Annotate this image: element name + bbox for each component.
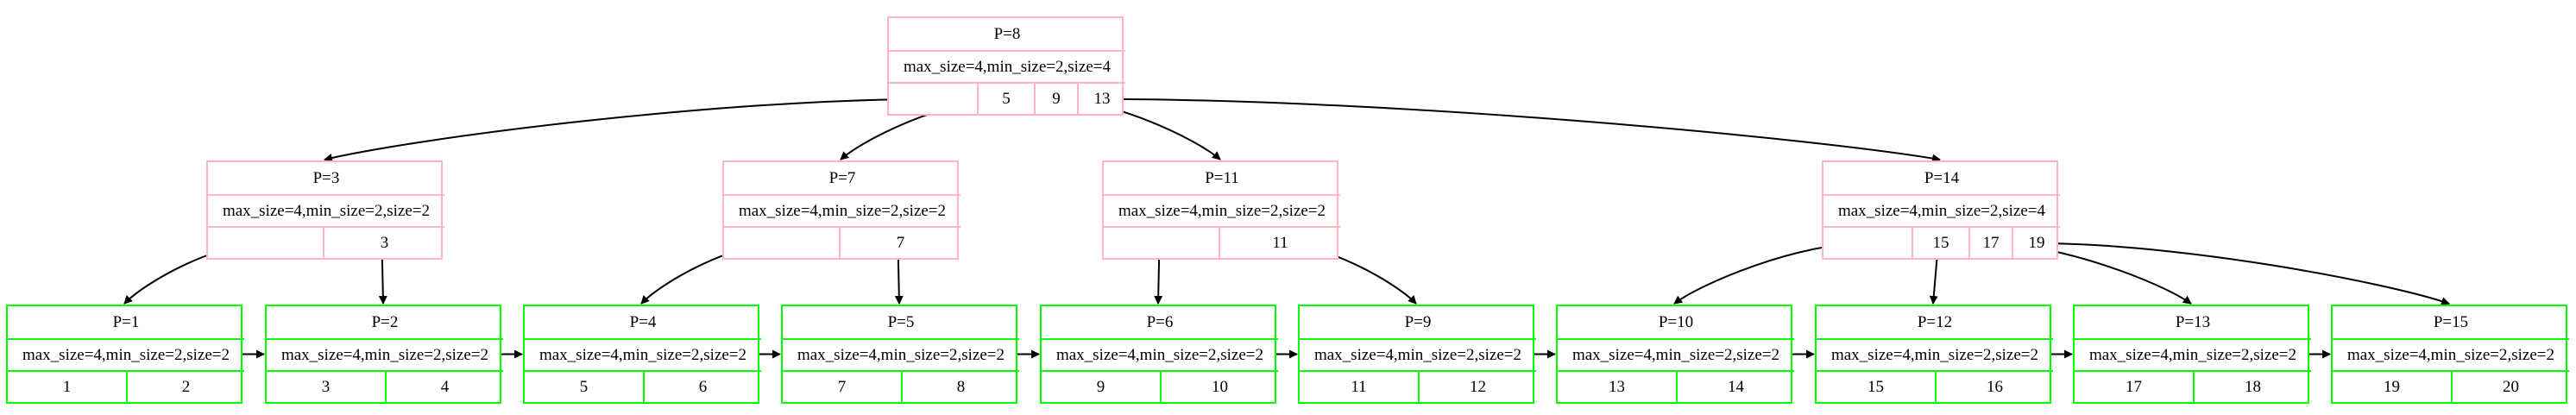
key-cell: 7 [837,377,847,396]
leaf-node: P=6 max_size=4,min_size=2,size=2 9 10 [1040,305,1278,404]
key-cell: 4 [385,372,503,402]
key-cell [724,228,839,258]
leaf-node: P=10 max_size=4,min_size=2,size=2 13 14 [1556,305,1794,404]
node-info: max_size=4,min_size=2,size=2 [208,194,444,226]
node-title: P=11 [1205,168,1239,187]
node-info: max_size=4,min_size=2,size=2 [2333,338,2569,370]
parent-child-edge [324,97,932,162]
key-cell: 6 [643,372,761,402]
key-cell: 9 [1034,84,1077,114]
key-cell [1823,228,1912,258]
node-keys: 11 12 [1300,370,1536,402]
node-keys: 3 [208,226,444,258]
key-cell: 3 [321,377,331,396]
node-info: max_size=4,min_size=2,size=2 [783,338,1019,370]
key-cell: 12 [1418,372,1536,402]
key-cell: 17 [1968,228,2012,258]
node-info: max_size=4,min_size=2,size=2 [525,338,761,370]
parent-child-edge [2033,242,2450,305]
node-info: max_size=4,min_size=2,size=2 [8,338,244,370]
node-title: P=8 [993,24,1021,43]
key-cell: 16 [1935,372,2053,402]
node-info: max_size=4,min_size=2,size=2 [1817,338,2053,370]
node-keys: 13 14 [1558,370,1794,402]
key-cell: 5 [579,377,589,396]
key-cell: 14 [1676,372,1794,402]
node-title: P=9 [1404,312,1432,331]
key-cell: 19 [2384,377,2400,396]
key-cell: 19 [2012,228,2060,258]
node-keys: 7 [724,226,960,258]
key-cell: 10 [1160,372,1278,402]
node-title: P=5 [887,312,915,331]
node-title: P=6 [1146,312,1174,331]
node-title: P=12 [1917,312,1953,331]
node-info: max_size=4,min_size=2,size=2 [1300,338,1536,370]
node-title: P=13 [2175,312,2211,331]
node-info: max_size=4,min_size=2,size=4 [889,50,1125,82]
key-cell: 13 [1077,84,1125,114]
key-cell: 3 [323,228,444,258]
key-cell: 11 [1219,228,1340,258]
key-cell: 1 [62,377,72,396]
node-keys: 9 10 [1042,370,1278,402]
node-info: max_size=4,min_size=2,size=2 [2075,338,2311,370]
key-cell [889,84,977,114]
node-title: P=10 [1658,312,1694,331]
key-cell: 2 [126,372,244,402]
key-cell: 15 [1867,377,1884,396]
key-cell: 5 [977,84,1034,114]
key-cell: 20 [2451,372,2569,402]
leaf-node: P=9 max_size=4,min_size=2,size=2 11 12 [1298,305,1536,404]
node-info: max_size=4,min_size=2,size=2 [1042,338,1278,370]
node-info: max_size=4,min_size=2,size=2 [267,338,503,370]
parent-child-edge [1099,97,1941,163]
node-info: max_size=4,min_size=2,size=2 [1558,338,1794,370]
key-cell [1104,228,1219,258]
node-title: P=3 [312,168,340,187]
node-title: P=2 [371,312,399,331]
key-cell: 11 [1351,377,1367,396]
node-info: max_size=4,min_size=2,size=2 [1104,194,1340,226]
key-cell: 18 [2193,372,2311,402]
key-cell: 15 [1912,228,1968,258]
key-cell: 17 [2126,377,2142,396]
key-cell: 7 [839,228,960,258]
node-title: P=15 [2433,312,2469,331]
node-keys: 11 [1104,226,1340,258]
node-title: P=14 [1924,168,1960,187]
key-cell: 8 [901,372,1019,402]
node-title: P=7 [828,168,856,187]
node-info: max_size=4,min_size=2,size=4 [1823,194,2060,226]
key-cell [208,228,323,258]
key-cell: 13 [1609,377,1625,396]
node-info: max_size=4,min_size=2,size=2 [724,194,960,226]
node-title: P=4 [629,312,657,331]
node-title: P=1 [112,312,140,331]
key-cell: 9 [1096,377,1105,396]
